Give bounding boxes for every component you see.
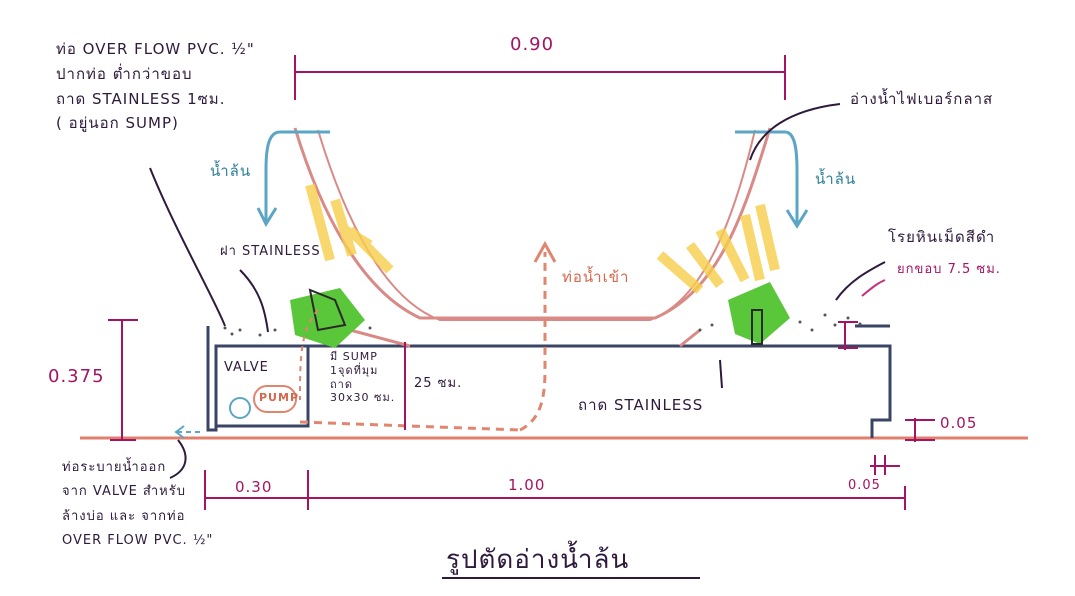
sump-note-line-2: 1จุดที่มุม	[330, 363, 379, 377]
overflow-note-line-2: ปากท่อ ต่ำกว่าขอบ	[56, 64, 193, 83]
overflow-right-label: น้ำล้น	[815, 170, 857, 188]
sump-depth-label: 25 ซม.	[414, 376, 463, 391]
drawing-title: รูปตัดอ่างน้ำล้น	[446, 545, 630, 575]
stainless-tray-outline	[206, 326, 892, 438]
pump-label: PUMP	[259, 391, 300, 404]
inlet-pipe-label: ท่อน้ำเข้า	[562, 268, 630, 286]
dim-base-width: 1.00	[508, 476, 546, 494]
overflow-arrow-right-head	[785, 209, 809, 229]
leader-lines	[149, 103, 886, 479]
leader-lines-pink	[861, 279, 886, 297]
overflow-pipe-note: ท่อ OVER FLOW PVC. ½" ปากท่อ ต่ำกว่าขอบ …	[56, 40, 255, 133]
black-stones-speckle	[223, 313, 862, 337]
dim-right-step-height: 0.05	[940, 414, 978, 432]
overflow-note-line-1: ท่อ OVER FLOW PVC. ½"	[56, 40, 255, 58]
drain-note: ท่อระบายน้ำออก จาก VALVE สำหรับ ล้างบ่อ …	[62, 460, 213, 549]
sump-note-line-1: มี SUMP	[330, 350, 378, 363]
overflow-left-label: น้ำล้น	[210, 162, 252, 180]
dim-total-height: 0.375	[48, 366, 105, 387]
pump-symbol	[253, 385, 297, 413]
overflow-note-line-3: ถาด STAINLESS 1ซม.	[56, 89, 226, 108]
valve-label: VALVE	[224, 360, 269, 375]
stone-right	[728, 282, 790, 344]
dim-right-small-width: 0.05	[848, 478, 881, 493]
stone-left-bracket	[308, 288, 347, 332]
overflow-arrow-left	[264, 130, 330, 222]
basin-base-right	[679, 328, 701, 348]
dim-left-width: 0.30	[235, 478, 273, 496]
sump-return-pipe	[299, 420, 521, 432]
basin-base-left	[349, 328, 411, 348]
drain-note-line-2: จาก VALVE สำหรับ	[62, 484, 186, 500]
inlet-pipe	[519, 252, 547, 432]
drain-note-line-4: OVER FLOW PVC. ½"	[62, 532, 214, 548]
sump-return-pipe-2	[299, 309, 319, 401]
drain-note-line-1: ท่อระบายน้ำออก	[62, 460, 167, 475]
sump-note-line-3: ถาด	[330, 377, 353, 391]
inlet-pipe-arrow	[533, 240, 557, 263]
drain-note-line-3: ล้างบ่อ และ จากท่อ	[62, 508, 186, 524]
valve-symbol	[229, 397, 251, 419]
stone-right-bracket	[751, 309, 763, 345]
water-highlight-left	[305, 183, 394, 274]
stainless-tray-label: ถาด STAINLESS	[578, 396, 704, 414]
dim-top-width: 0.90	[510, 34, 555, 55]
drain-arrow-head	[174, 425, 185, 439]
raise-edge-label: ยกขอบ 7.5 ซม.	[897, 262, 1001, 277]
black-stones-label: โรยหินเม็ดสีดำ	[888, 228, 996, 246]
water-highlight-right	[656, 203, 780, 294]
overflow-note-line-4: ( อยู่นอก SUMP)	[56, 114, 179, 133]
overflow-arrow-right	[735, 130, 799, 224]
fiberglass-basin-label: อ่างน้ำไฟเบอร์กลาส	[850, 90, 994, 108]
overflow-arrow-left-head	[256, 207, 278, 228]
basin-outer	[293, 127, 772, 320]
sump-note: มี SUMP 1จุดที่มุม ถาด 30x30 ซม.	[330, 350, 395, 405]
sump-note-line-4: 30x30 ซม.	[330, 391, 396, 405]
dimension-lines	[108, 55, 935, 510]
stainless-lid-label: ฝา STAINLESS	[220, 244, 321, 259]
stone-left	[290, 288, 365, 348]
